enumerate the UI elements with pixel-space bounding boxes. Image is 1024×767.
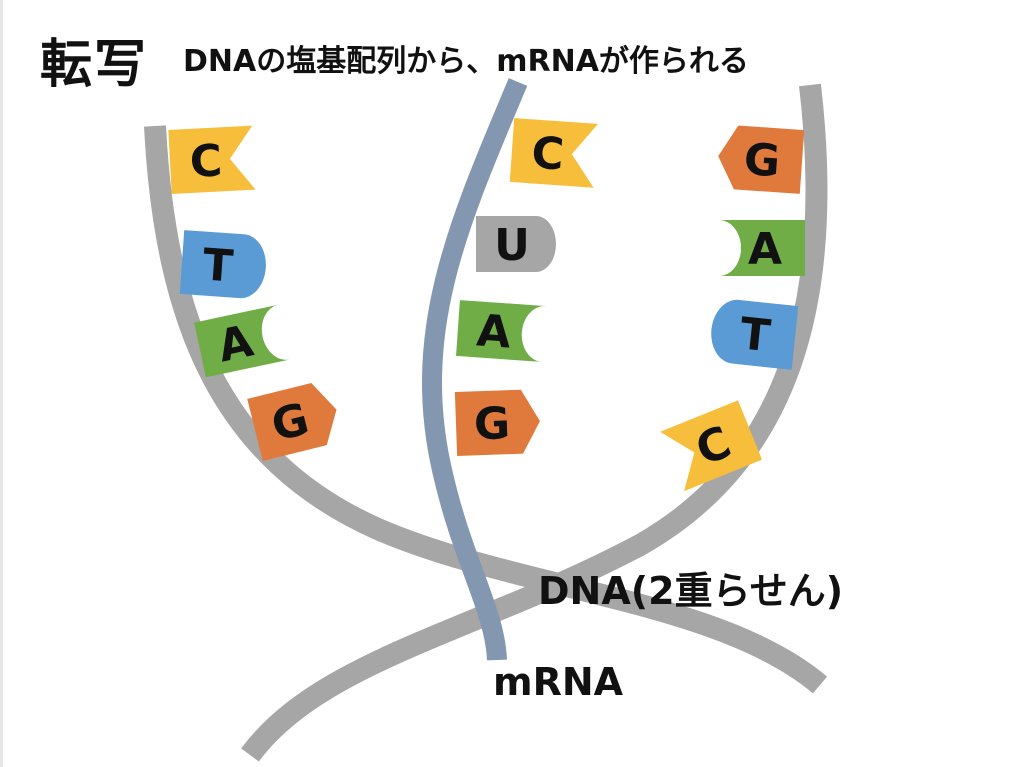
page-subtitle: DNAの塩基配列から、mRNAが作られる (183, 44, 749, 79)
base-letter: G (742, 134, 782, 187)
right-dna-base-c: C (660, 400, 762, 492)
base-shape (719, 220, 805, 276)
base-letter: U (494, 220, 530, 271)
left-dna-base-a: A (194, 304, 290, 378)
base-letter: A (748, 224, 782, 275)
base-shape (509, 118, 599, 188)
base-letter: T (737, 308, 772, 362)
base-letter: G (473, 398, 511, 450)
mrna-base-a: A (456, 300, 546, 362)
mrna-base-c: C (509, 118, 599, 188)
left-dna-base-c: C (168, 125, 256, 194)
right-dna-base-g: G (718, 125, 805, 194)
mrna-base-u: U (476, 216, 556, 272)
base-shape (194, 304, 290, 378)
base-shape (660, 400, 762, 492)
base-letter: T (201, 240, 235, 293)
base-shape (454, 389, 540, 456)
left-dna-base-t: T (179, 230, 266, 299)
base-shape (179, 230, 266, 299)
base-shape (476, 216, 556, 272)
right-dna-base-t: T (711, 299, 799, 370)
right-dna-base-a: A (719, 220, 805, 276)
mrna-strand (422, 78, 528, 661)
base-letter: C (530, 127, 566, 180)
base-shape (711, 299, 799, 370)
base-letter: A (475, 305, 513, 358)
dna-strand-right (241, 83, 828, 762)
base-shape (456, 300, 546, 362)
base-shape (718, 125, 805, 194)
left-dna-base-g: G (247, 382, 337, 462)
base-shape (168, 125, 256, 194)
base-letter: C (189, 135, 224, 188)
base-shape (247, 382, 337, 462)
page-title: 転写 (40, 35, 149, 95)
slide-edge (0, 0, 3, 767)
mrna-label: mRNA (493, 660, 624, 704)
dna-label: DNA(2重らせん) (538, 569, 844, 613)
dna-strand-left (144, 125, 828, 694)
mrna-base-g: G (454, 389, 540, 456)
